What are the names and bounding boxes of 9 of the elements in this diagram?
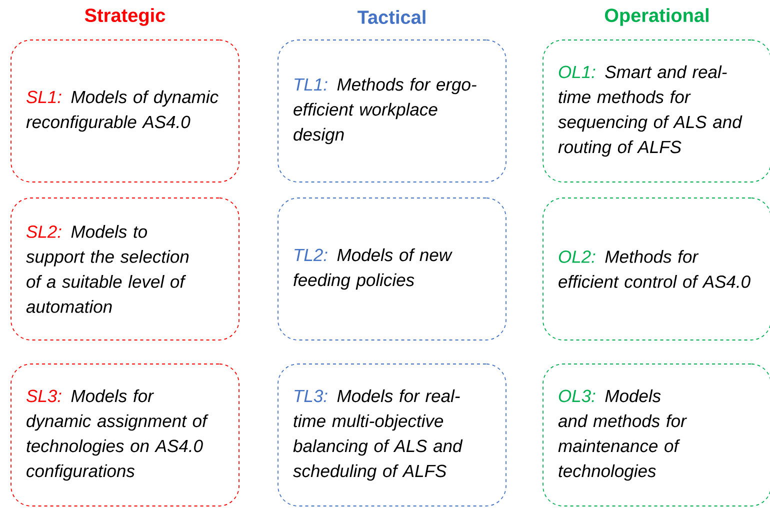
text-box: TL3: Models for real-time multi-objective balancing of ALS and scheduling of ALFS (278, 364, 506, 506)
text-box: OL3: Models and methods for maintenance of technologies (542, 364, 770, 506)
text-box: SL3: Models for dynamic assignment of technologies on AS4.0 configurations (10, 364, 240, 506)
text-box: TL2: Models of new feeding policies (278, 198, 506, 340)
text-box: OL1: Smart and real-time methods for sequencing of ALS and routing of ALFS (542, 40, 770, 182)
text-box: SL2: Models to support the selection of a suitable level of automation (10, 198, 240, 340)
text-box: TL1: Methods for ergo-efficient workplace design (278, 40, 506, 182)
text-box: OL2: Methods for efficient control of AS4.0 (542, 198, 770, 340)
text-box: SL1: Models of dynamic reconfigurable AS4.0 (10, 40, 240, 182)
